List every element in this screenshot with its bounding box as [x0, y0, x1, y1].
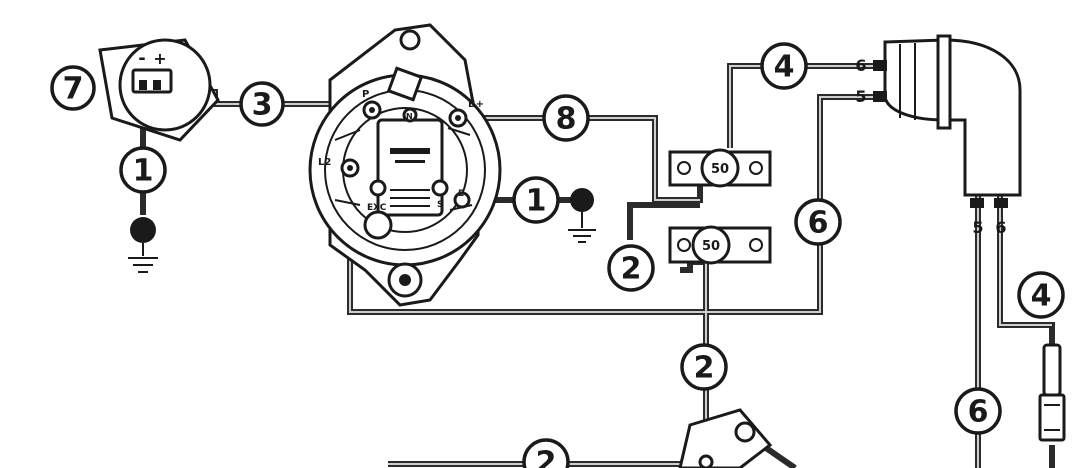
- callout-4-top: 4: [760, 42, 808, 90]
- terminal-e: [453, 191, 471, 209]
- svg-text:3: 3: [252, 88, 273, 123]
- regulator-plate: [376, 118, 444, 217]
- callout-3: 3: [239, 81, 285, 127]
- inline-fuse-holder: [1038, 343, 1066, 442]
- terminal-block-top-label: 50: [711, 162, 729, 177]
- callout-1-left: 1: [119, 146, 167, 194]
- label-e: E: [458, 189, 464, 199]
- terminal-s: [431, 179, 449, 197]
- terminal-block-top: 50: [668, 148, 772, 188]
- svg-text:4: 4: [1031, 279, 1052, 314]
- callout-8: 8: [542, 94, 590, 142]
- svg-text:2: 2: [694, 351, 715, 386]
- svg-text:7: 7: [63, 72, 84, 107]
- ground-symbol-right: [568, 188, 596, 243]
- svg-text:6: 6: [808, 206, 829, 241]
- wire-lead-6: [997, 195, 1055, 345]
- callout-6-right: 6: [954, 387, 1002, 435]
- label-n: N: [406, 112, 413, 121]
- terminal-exc: [369, 179, 387, 197]
- label-exc: EXC: [367, 203, 387, 213]
- callout-7: 7: [50, 65, 96, 111]
- callout-2-bottom: 2: [522, 438, 570, 468]
- pin-6-label: 6: [855, 56, 866, 75]
- pin-5-label: 5: [855, 87, 866, 106]
- svg-text:2: 2: [536, 446, 557, 468]
- label-l2: L2: [318, 157, 331, 168]
- terminal-n: [402, 107, 418, 123]
- svg-text:6: 6: [968, 395, 989, 430]
- gauge-minus-label: -: [138, 48, 145, 69]
- gauge-terminal-block: [131, 68, 173, 94]
- wires: [140, 63, 1055, 468]
- gauge-sender: - +: [98, 38, 220, 142]
- terminal-block-bottom-label: 50: [702, 239, 720, 254]
- lead-5-label: 5: [972, 218, 983, 237]
- svg-text:4: 4: [774, 50, 795, 85]
- starter-solenoid-partial: [678, 408, 773, 468]
- gauge-plus-label: +: [153, 49, 166, 68]
- connector-collar: [936, 34, 952, 130]
- connector-boot: [883, 38, 1022, 197]
- label-s: S: [437, 200, 443, 210]
- label-bplus: B+: [468, 99, 484, 110]
- svg-text:1: 1: [526, 184, 547, 219]
- alternator-mount-top: [399, 29, 421, 51]
- callout-2-mid: 2: [680, 343, 728, 391]
- callout-4-right: 4: [1017, 271, 1065, 319]
- svg-text:1: 1: [133, 154, 154, 189]
- terminal-block-bottom: 50: [668, 225, 772, 265]
- sensor-connector: 6 5 5 6: [855, 34, 1022, 237]
- lead-6-label: 6: [995, 218, 1006, 237]
- wire-relay-link: [627, 202, 700, 240]
- svg-text:8: 8: [556, 102, 577, 137]
- callout-6-mid: 6: [794, 198, 842, 246]
- callout-2-left: 2: [607, 244, 655, 292]
- ground-symbol-left: [128, 217, 158, 273]
- label-p: P: [362, 89, 369, 100]
- callout-1-right: 1: [512, 176, 560, 224]
- alternator: P B+ N L2 EXC S E: [308, 23, 502, 307]
- svg-text:2: 2: [621, 252, 642, 287]
